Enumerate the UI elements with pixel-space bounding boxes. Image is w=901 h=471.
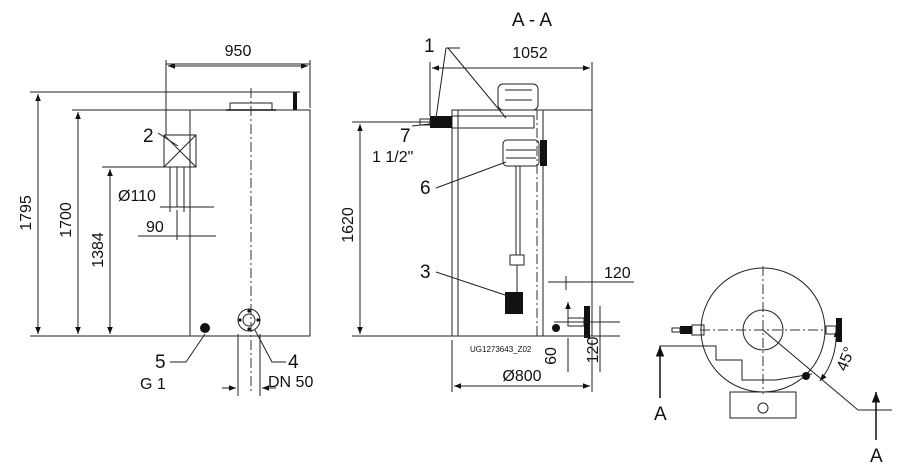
callout-2: 2 bbox=[143, 126, 154, 147]
pump-head bbox=[497, 83, 539, 111]
dim-1620: 1620 bbox=[340, 207, 357, 243]
top-view: 45° A A bbox=[654, 266, 892, 467]
top-base-stand bbox=[729, 391, 797, 419]
inlet-fitting bbox=[430, 116, 452, 128]
label-outlet-dn: DN 50 bbox=[268, 374, 313, 391]
section-view: A - A UG1273643_Z02 bbox=[340, 10, 634, 392]
callout-1: 1 bbox=[424, 36, 435, 57]
dim-pipe-offset: 90 bbox=[146, 219, 164, 236]
dim-1795: 1795 bbox=[18, 195, 35, 231]
top-outlet-flange bbox=[836, 318, 842, 342]
label-angle: 45° bbox=[834, 345, 859, 374]
callout-4: 4 bbox=[288, 352, 299, 373]
dim-1384: 1384 bbox=[90, 232, 107, 268]
callout-3: 3 bbox=[420, 262, 431, 283]
pump-motor bbox=[502, 139, 540, 167]
dim-60: 60 bbox=[543, 347, 560, 365]
pump-bracket bbox=[451, 115, 535, 129]
dim-120-h: 120 bbox=[604, 265, 631, 282]
front-view: 950 1795 1700 1384 Ø110 90 2 5 G 1 4 bbox=[18, 43, 313, 396]
float-switch bbox=[509, 254, 525, 266]
label-inlet-size: 1 1/2" bbox=[372, 149, 413, 166]
label-outlet-thread: G 1 bbox=[140, 376, 166, 393]
foot-valve bbox=[505, 292, 523, 314]
section-mark-right: A bbox=[870, 446, 883, 467]
drawing-code: UG1273643_Z02 bbox=[470, 345, 532, 354]
front-outlet-flange bbox=[237, 308, 261, 332]
dim-pipe-diameter: Ø110 bbox=[118, 188, 156, 205]
side-flange bbox=[540, 140, 547, 166]
section-mark-left: A bbox=[654, 404, 667, 425]
dim-950: 950 bbox=[225, 43, 252, 60]
section-title: A - A bbox=[512, 10, 552, 31]
callout-5: 5 bbox=[155, 352, 166, 373]
front-tank-body bbox=[189, 109, 311, 337]
dim-1052: 1052 bbox=[512, 45, 548, 62]
front-outlet-g1 bbox=[200, 323, 210, 333]
dim-1700: 1700 bbox=[58, 202, 75, 238]
top-inlet-fitting bbox=[680, 326, 692, 334]
section-path bbox=[660, 345, 776, 381]
callout-7: 7 bbox=[400, 126, 411, 147]
dim-800: Ø800 bbox=[502, 368, 541, 385]
dim-120-v: 120 bbox=[585, 337, 602, 364]
callout-6: 6 bbox=[420, 178, 431, 199]
